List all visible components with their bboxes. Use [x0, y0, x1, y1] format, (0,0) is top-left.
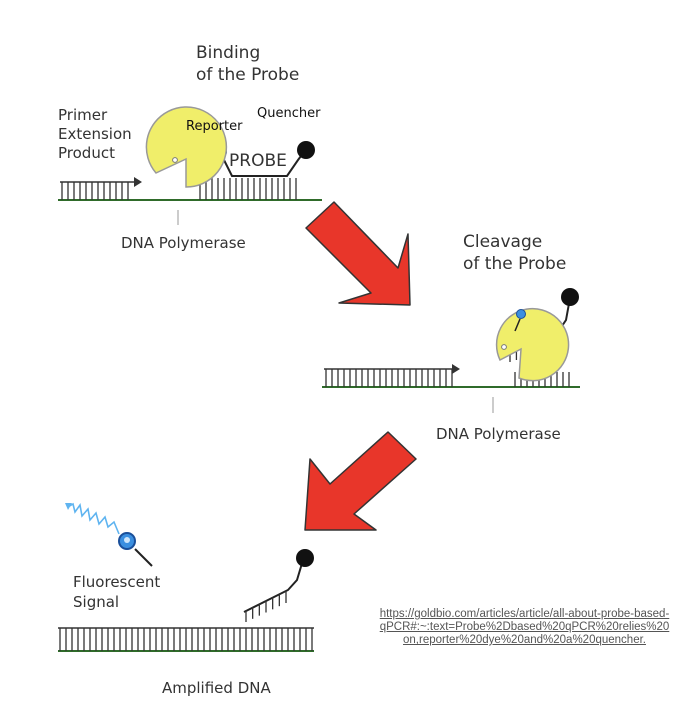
process-arrow-2: [304, 431, 417, 531]
primer-bases-1: [61, 182, 129, 200]
probe-bases-1: [199, 178, 297, 200]
free-reporter-link: [134, 548, 153, 567]
primer-label: Primer Extension Product: [58, 106, 132, 162]
panel-binding: [58, 106, 322, 225]
cleavage-title: Cleavage of the Probe: [463, 232, 567, 274]
polymerase-1: [145, 106, 228, 188]
quencher-label: Quencher: [257, 106, 321, 121]
panel-amplified: [58, 502, 314, 652]
primer-bases-2: [325, 369, 453, 387]
quencher-dye: [297, 141, 315, 159]
reporter-dye-2: [516, 309, 526, 319]
signal-arrowhead-icon: [65, 503, 72, 510]
quencher-dye-2: [561, 288, 579, 306]
source-link[interactable]: https://goldbio.com/articles/article/all…: [379, 608, 670, 646]
reporter-link-2: [514, 318, 521, 332]
reporter-label: Reporter: [186, 119, 243, 134]
amplified-bases: [59, 628, 313, 651]
binding-title: Binding of the Probe: [196, 43, 300, 85]
panel-cleavage: [322, 288, 580, 413]
polymerase-2: [495, 307, 570, 382]
free-reporter-highlight: [124, 537, 130, 543]
polymerase-label-2: DNA Polymerase: [436, 425, 561, 443]
polymerase-label-1: DNA Polymerase: [121, 234, 246, 252]
process-arrow-1: [305, 201, 411, 306]
extension-arrowhead-2: [452, 364, 460, 374]
extension-arrowhead: [134, 177, 142, 187]
probe-strand: [221, 151, 305, 177]
polymerase-eye-2: [501, 344, 507, 350]
fluorescent-label: Fluorescent Signal: [73, 573, 161, 611]
cleaved-probe: [243, 559, 304, 613]
quencher-dye-3: [296, 549, 314, 567]
cleaved-bases: [245, 591, 287, 622]
amplified-label: Amplified DNA: [162, 679, 271, 697]
probe-label: PROBE: [229, 151, 287, 171]
polymerase-eye-1: [172, 157, 178, 163]
fluorescent-signal-icon: [67, 502, 120, 535]
